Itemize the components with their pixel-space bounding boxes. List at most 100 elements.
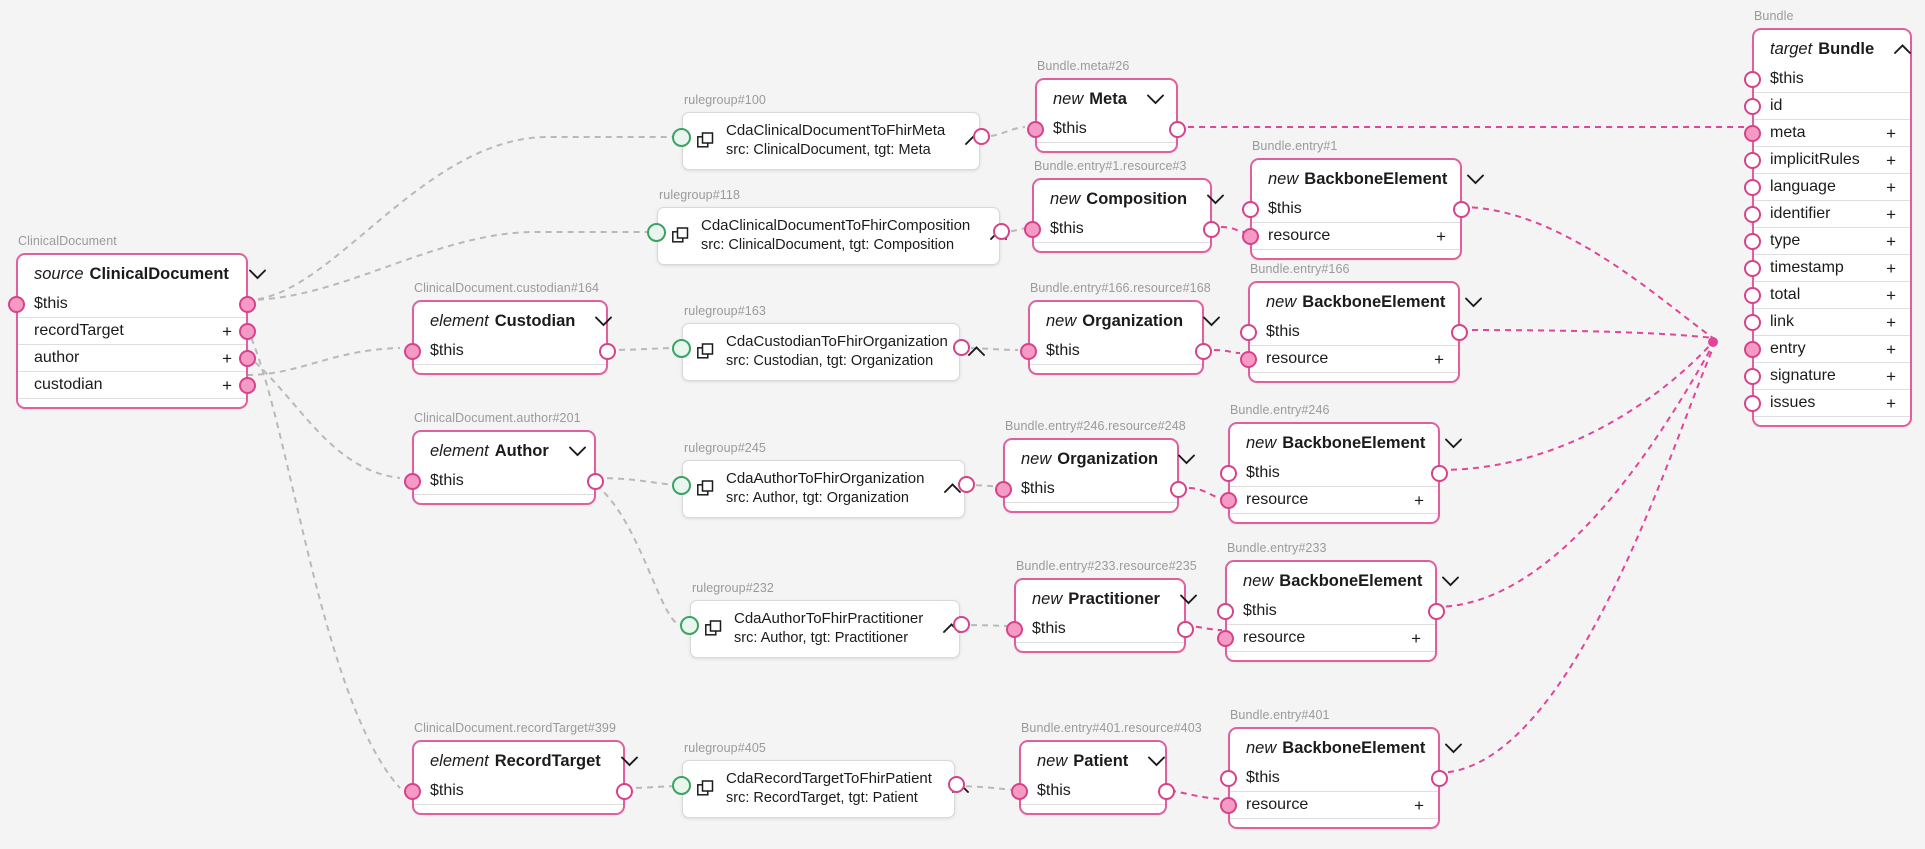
port-left[interactable] — [1744, 232, 1761, 250]
port-left[interactable] — [1220, 491, 1237, 509]
field-row[interactable]: $this — [1220, 460, 1448, 487]
port-left[interactable] — [1744, 313, 1761, 331]
port-left[interactable] — [1011, 782, 1028, 800]
port-left[interactable] — [1240, 350, 1257, 368]
port-right[interactable] — [239, 376, 256, 394]
field-row[interactable]: $this — [995, 476, 1187, 503]
field-row[interactable]: id — [1744, 93, 1910, 120]
field-row[interactable]: $this — [1240, 319, 1468, 346]
chevron-down-icon[interactable] — [1447, 174, 1485, 185]
field-plus[interactable]: + — [1886, 285, 1896, 305]
chevron-down-icon[interactable] — [1128, 756, 1166, 767]
field-plus[interactable]: + — [1436, 226, 1446, 246]
field-plus[interactable]: + — [1886, 123, 1896, 143]
field-plus[interactable]: + — [1886, 339, 1896, 359]
port-right[interactable] — [1431, 769, 1448, 787]
field-row[interactable]: identifier + — [1744, 201, 1910, 228]
node-new-composition[interactable]: Bundle.entry#1.resource#3 new Compositio… — [1024, 159, 1225, 253]
field-plus[interactable]: + — [1414, 490, 1424, 510]
port-right[interactable] — [1428, 602, 1445, 620]
port-left-group[interactable] — [672, 776, 691, 795]
chevron-down-icon[interactable] — [1158, 454, 1196, 465]
chevron-down-icon[interactable] — [549, 446, 586, 457]
port-left[interactable] — [1744, 286, 1761, 304]
field-row[interactable]: implicitRules + — [1744, 147, 1910, 174]
port-left[interactable] — [1744, 340, 1761, 358]
node-body[interactable]: new Organization $this — [1020, 300, 1221, 375]
node-rulegroup-118[interactable]: rulegroup#118 CdaClinicalDocumentToFhirC… — [647, 188, 1010, 265]
field-row[interactable]: resource + — [1240, 346, 1458, 373]
port-right[interactable] — [1431, 464, 1448, 482]
node-source-clinical-document[interactable]: ClinicalDocument source ClinicalDocument… — [8, 234, 266, 409]
field-plus[interactable]: + — [1886, 231, 1896, 251]
node-body[interactable]: element RecordTarget $this — [404, 740, 638, 815]
field-row[interactable]: language + — [1744, 174, 1910, 201]
chevron-down-icon[interactable] — [575, 316, 613, 327]
field-plus[interactable]: + — [1886, 393, 1896, 413]
node-body[interactable]: source ClinicalDocument $this recordTarg… — [8, 253, 266, 409]
field-row[interactable]: meta + — [1744, 120, 1910, 147]
port-left-group[interactable] — [672, 128, 691, 147]
chevron-up-icon[interactable] — [1874, 44, 1912, 55]
chevron-down-icon[interactable] — [1425, 438, 1463, 449]
chevron-down-icon[interactable] — [1422, 576, 1460, 587]
port-left[interactable] — [1744, 394, 1761, 412]
port-right[interactable] — [239, 322, 256, 340]
port-left[interactable] — [995, 480, 1012, 498]
node-body[interactable]: CdaAuthorToFhirOrganization src: Author,… — [672, 460, 975, 518]
node-body[interactable]: CdaRecordTargetToFhirPatient src: Record… — [672, 760, 969, 818]
field-row[interactable]: $this — [1020, 338, 1212, 365]
port-left[interactable] — [1240, 323, 1257, 341]
port-left[interactable] — [1020, 342, 1037, 360]
port-right[interactable] — [953, 339, 970, 356]
port-left[interactable] — [1744, 124, 1761, 142]
port-left[interactable] — [1217, 602, 1234, 620]
chevron-down-icon[interactable] — [1127, 94, 1164, 105]
node-body[interactable]: element Author $this — [404, 430, 604, 505]
field-row[interactable]: $this — [8, 291, 256, 318]
port-left[interactable] — [1242, 227, 1259, 245]
port-left[interactable] — [404, 342, 421, 360]
port-left[interactable] — [1744, 97, 1761, 115]
port-right[interactable] — [1451, 323, 1468, 341]
node-new-organization-custodian[interactable]: Bundle.entry#166.resource#168 new Organi… — [1020, 281, 1221, 375]
port-left[interactable] — [1217, 629, 1234, 647]
port-right[interactable] — [1195, 342, 1212, 360]
port-right[interactable] — [599, 342, 616, 360]
port-right[interactable] — [1203, 220, 1220, 238]
node-element-record-target[interactable]: ClinicalDocument.recordTarget#399 elemen… — [404, 721, 638, 815]
field-row[interactable]: $this — [1220, 765, 1448, 792]
node-rulegroup-232[interactable]: rulegroup#232 CdaAuthorToFhirPractitione… — [680, 581, 970, 658]
node-body[interactable]: new Organization $this — [995, 438, 1196, 513]
port-right[interactable] — [587, 472, 604, 490]
field-row[interactable]: author + — [18, 345, 256, 372]
port-left-group[interactable] — [647, 223, 666, 242]
node-body[interactable]: new BackboneElement $this resource + — [1240, 281, 1483, 383]
chevron-down-icon[interactable] — [1160, 594, 1197, 605]
node-body[interactable]: CdaAuthorToFhirPractitioner src: Author,… — [680, 600, 970, 658]
port-right[interactable] — [1170, 480, 1187, 498]
port-right[interactable] — [1177, 620, 1194, 638]
port-left[interactable] — [1744, 151, 1761, 169]
port-right[interactable] — [958, 476, 975, 493]
field-row[interactable]: custodian + — [18, 372, 256, 399]
port-left[interactable] — [1744, 178, 1761, 196]
field-row[interactable]: link + — [1744, 309, 1910, 336]
port-left[interactable] — [1220, 796, 1237, 814]
port-right[interactable] — [948, 776, 965, 793]
field-row[interactable]: $this — [1027, 116, 1186, 143]
port-left[interactable] — [1220, 464, 1237, 482]
field-row[interactable]: $this — [1242, 196, 1470, 223]
node-target-bundle[interactable]: Bundle target Bundle $this id me — [1744, 9, 1912, 427]
port-right[interactable] — [993, 223, 1010, 240]
field-row[interactable]: entry + — [1744, 336, 1910, 363]
field-row[interactable]: $this — [404, 338, 616, 365]
node-body[interactable]: CdaCustodianToFhirOrganization src: Cust… — [672, 323, 985, 381]
field-plus[interactable]: + — [1886, 312, 1896, 332]
chevron-down-icon[interactable] — [1445, 297, 1483, 308]
node-rulegroup-245[interactable]: rulegroup#245 CdaAuthorToFhirOrganizatio… — [672, 441, 975, 518]
port-left[interactable] — [1242, 200, 1259, 218]
node-rulegroup-163[interactable]: rulegroup#163 CdaCustodianToFhirOrganiza… — [672, 304, 985, 381]
chevron-up-icon[interactable] — [924, 483, 962, 494]
